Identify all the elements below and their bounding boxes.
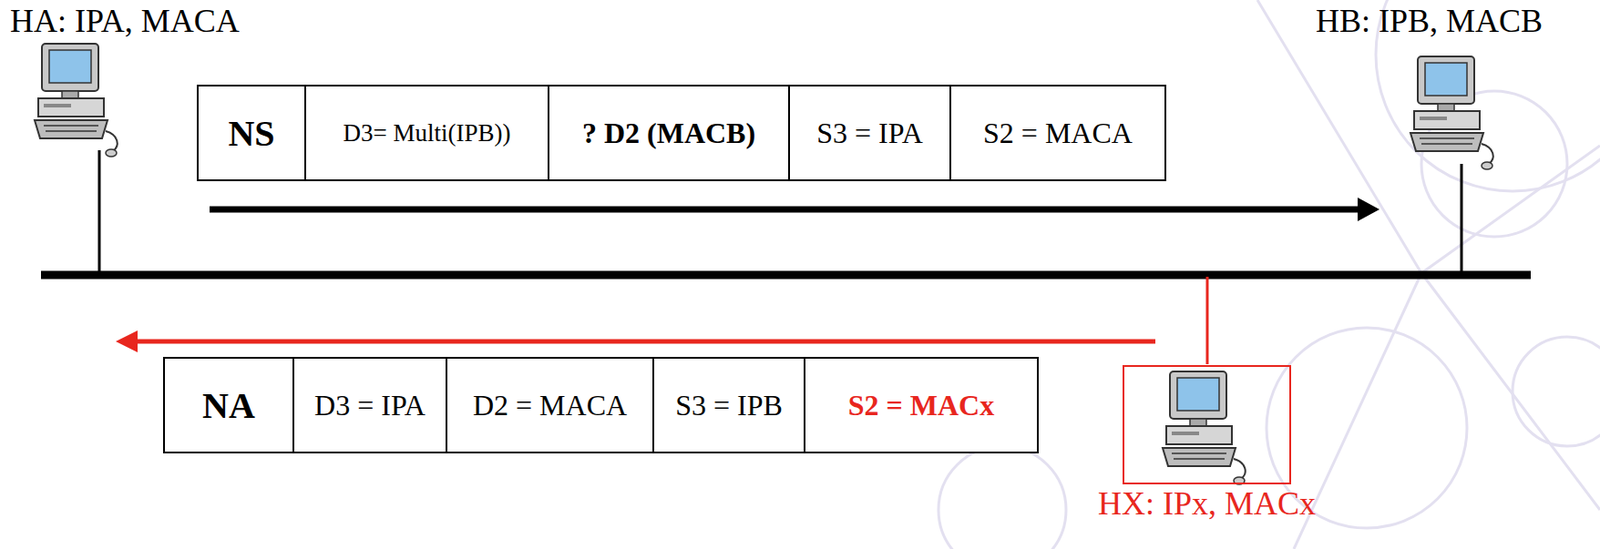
host-b-label: HB: IPB, MACB <box>1315 1 1543 41</box>
host-x-drop <box>1206 276 1210 365</box>
field-cell: S2 = MACA <box>949 84 1167 182</box>
na-arrowhead <box>115 330 138 353</box>
packet-type-cell: NA <box>163 357 295 454</box>
host-a-computer <box>34 43 118 157</box>
host-b-computer <box>1410 56 1494 170</box>
field-text: D2 = MACA <box>467 389 633 423</box>
field-text: S2 = MACA <box>977 116 1139 151</box>
field-text: S2 = MACx <box>842 389 1000 423</box>
spoofed-field-cell: S2 = MACx <box>803 357 1039 454</box>
field-text: NA <box>196 384 261 428</box>
field-cell: S3 = IPB <box>652 357 806 454</box>
na-arrow <box>133 339 1156 345</box>
field-text: NS <box>222 112 280 155</box>
field-text: ? D2 (MACB) <box>576 116 761 151</box>
field-text: S3 = IPB <box>669 389 789 423</box>
ns-arrow <box>209 206 1364 214</box>
field-cell: ? D2 (MACB) <box>547 84 790 182</box>
field-text: S3 = IPA <box>810 116 928 151</box>
host-x-computer <box>1162 371 1246 485</box>
field-text: D3= Multi(IPB)) <box>338 119 517 148</box>
field-text: D3 = IPA <box>308 389 431 423</box>
host-a-label: HA: IPA, MACA <box>10 1 240 41</box>
ns-arrowhead <box>1357 197 1380 222</box>
packet-type-cell: NS <box>196 84 307 182</box>
host-a-drop <box>98 150 102 274</box>
field-cell: D2 = MACA <box>445 357 655 454</box>
attacker-host-box: HX: IPx, MACx <box>1122 365 1292 485</box>
field-cell: D3= Multi(IPB)) <box>304 84 550 182</box>
host-label: HX: IPx, MACx <box>1092 484 1322 524</box>
field-cell: S3 = IPA <box>788 84 952 182</box>
network-bus <box>41 271 1531 280</box>
field-cell: D3 = IPA <box>292 357 448 454</box>
host-b-drop <box>1460 164 1464 274</box>
